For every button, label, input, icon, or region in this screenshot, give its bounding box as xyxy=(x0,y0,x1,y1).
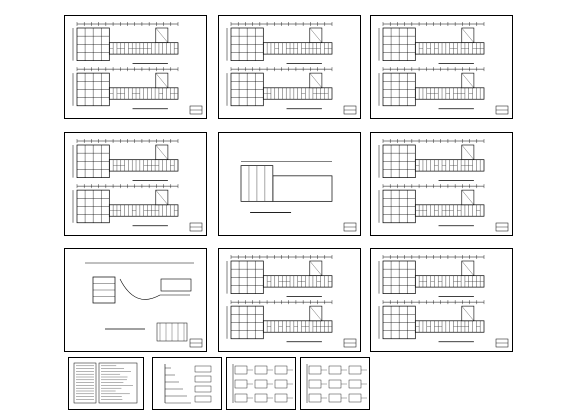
sheet-13-drawing xyxy=(306,364,367,403)
sheet-11[interactable] xyxy=(152,357,222,410)
sheet-05[interactable] xyxy=(218,132,361,236)
sheet-04-plan-upper-stair xyxy=(155,144,169,160)
sheet-07[interactable] xyxy=(64,248,207,352)
sheet-13-box-2-0 xyxy=(308,393,322,403)
sheet-08-plan-upper-stair xyxy=(309,260,323,276)
sheet-12-box-0-0 xyxy=(234,365,248,375)
sheet-01-plan-lower-stair xyxy=(155,72,169,89)
sheet-12-box-2-2 xyxy=(274,393,288,403)
sheet-10[interactable] xyxy=(68,357,144,410)
sheet-11-panel-0 xyxy=(194,365,212,373)
sheet-10-drawing xyxy=(73,362,138,404)
sheet-06-plan-lower-stair xyxy=(461,189,475,206)
sheet-12-box-0-1 xyxy=(254,365,268,375)
sheet-09-plan-upper-stair xyxy=(461,260,475,276)
sheet-08-drawing xyxy=(226,255,357,348)
sheet-07-drawing xyxy=(85,262,203,348)
sheet-04-drawing xyxy=(72,139,203,232)
sheet-02[interactable] xyxy=(218,15,361,119)
sheet-13-box-0-1 xyxy=(328,365,342,375)
sheet-13-box-1-2 xyxy=(348,379,362,389)
sheet-12-box-1-2 xyxy=(274,379,288,389)
sheet-09-drawing xyxy=(378,255,509,348)
sheet-02-plan-upper-stair xyxy=(309,27,323,43)
sheet-13-box-0-0 xyxy=(308,365,322,375)
sheet-10-table-right xyxy=(98,362,138,404)
sheet-06-plan-upper-stair xyxy=(461,144,475,160)
sheet-13-box-0-2 xyxy=(348,365,362,375)
sheet-05-corridor xyxy=(272,175,333,202)
sheet-08-plan-lower-stair xyxy=(309,305,323,322)
sheet-09-plan-lower-stair xyxy=(461,305,475,322)
sheet-10-table-left xyxy=(73,362,97,404)
sheet-03-plan-lower-stair xyxy=(461,72,475,89)
sheet-01-plan-upper-stair xyxy=(155,27,169,43)
sheet-07-road xyxy=(119,278,190,300)
sheet-04[interactable] xyxy=(64,132,207,236)
sheet-13-box-2-1 xyxy=(328,393,342,403)
sheet-03[interactable] xyxy=(370,15,513,119)
sheet-11-panel-1 xyxy=(194,375,212,383)
sheet-04-plan-lower-stair xyxy=(155,189,169,206)
sheet-13-box-1-0 xyxy=(308,379,322,389)
sheet-03-drawing xyxy=(378,22,509,115)
sheet-01-drawing xyxy=(72,22,203,115)
sheet-12-box-2-0 xyxy=(234,393,248,403)
sheet-02-drawing xyxy=(226,22,357,115)
sheet-03-plan-upper-stair xyxy=(461,27,475,43)
sheet-12[interactable] xyxy=(226,357,296,410)
sheet-12-box-1-1 xyxy=(254,379,268,389)
sheet-13-box-1-1 xyxy=(328,379,342,389)
sheet-01[interactable] xyxy=(64,15,207,119)
sheet-09[interactable] xyxy=(370,248,513,352)
sheet-07-building-b xyxy=(160,278,192,292)
sheet-13-box-2-2 xyxy=(348,393,362,403)
sheet-11-panel-3 xyxy=(194,395,212,403)
sheet-06-drawing xyxy=(378,139,509,232)
sheet-12-box-2-1 xyxy=(254,393,268,403)
sheet-13[interactable] xyxy=(300,357,370,410)
sheet-12-drawing xyxy=(232,364,293,403)
sheet-11-panel-2 xyxy=(194,385,212,393)
sheet-06[interactable] xyxy=(370,132,513,236)
sheet-08[interactable] xyxy=(218,248,361,352)
sheet-12-box-1-0 xyxy=(234,379,248,389)
sheet-02-plan-lower-stair xyxy=(309,72,323,89)
sheet-05-drawing xyxy=(240,161,357,232)
sheet-11-drawing xyxy=(164,364,212,404)
sheet-12-box-0-2 xyxy=(274,365,288,375)
